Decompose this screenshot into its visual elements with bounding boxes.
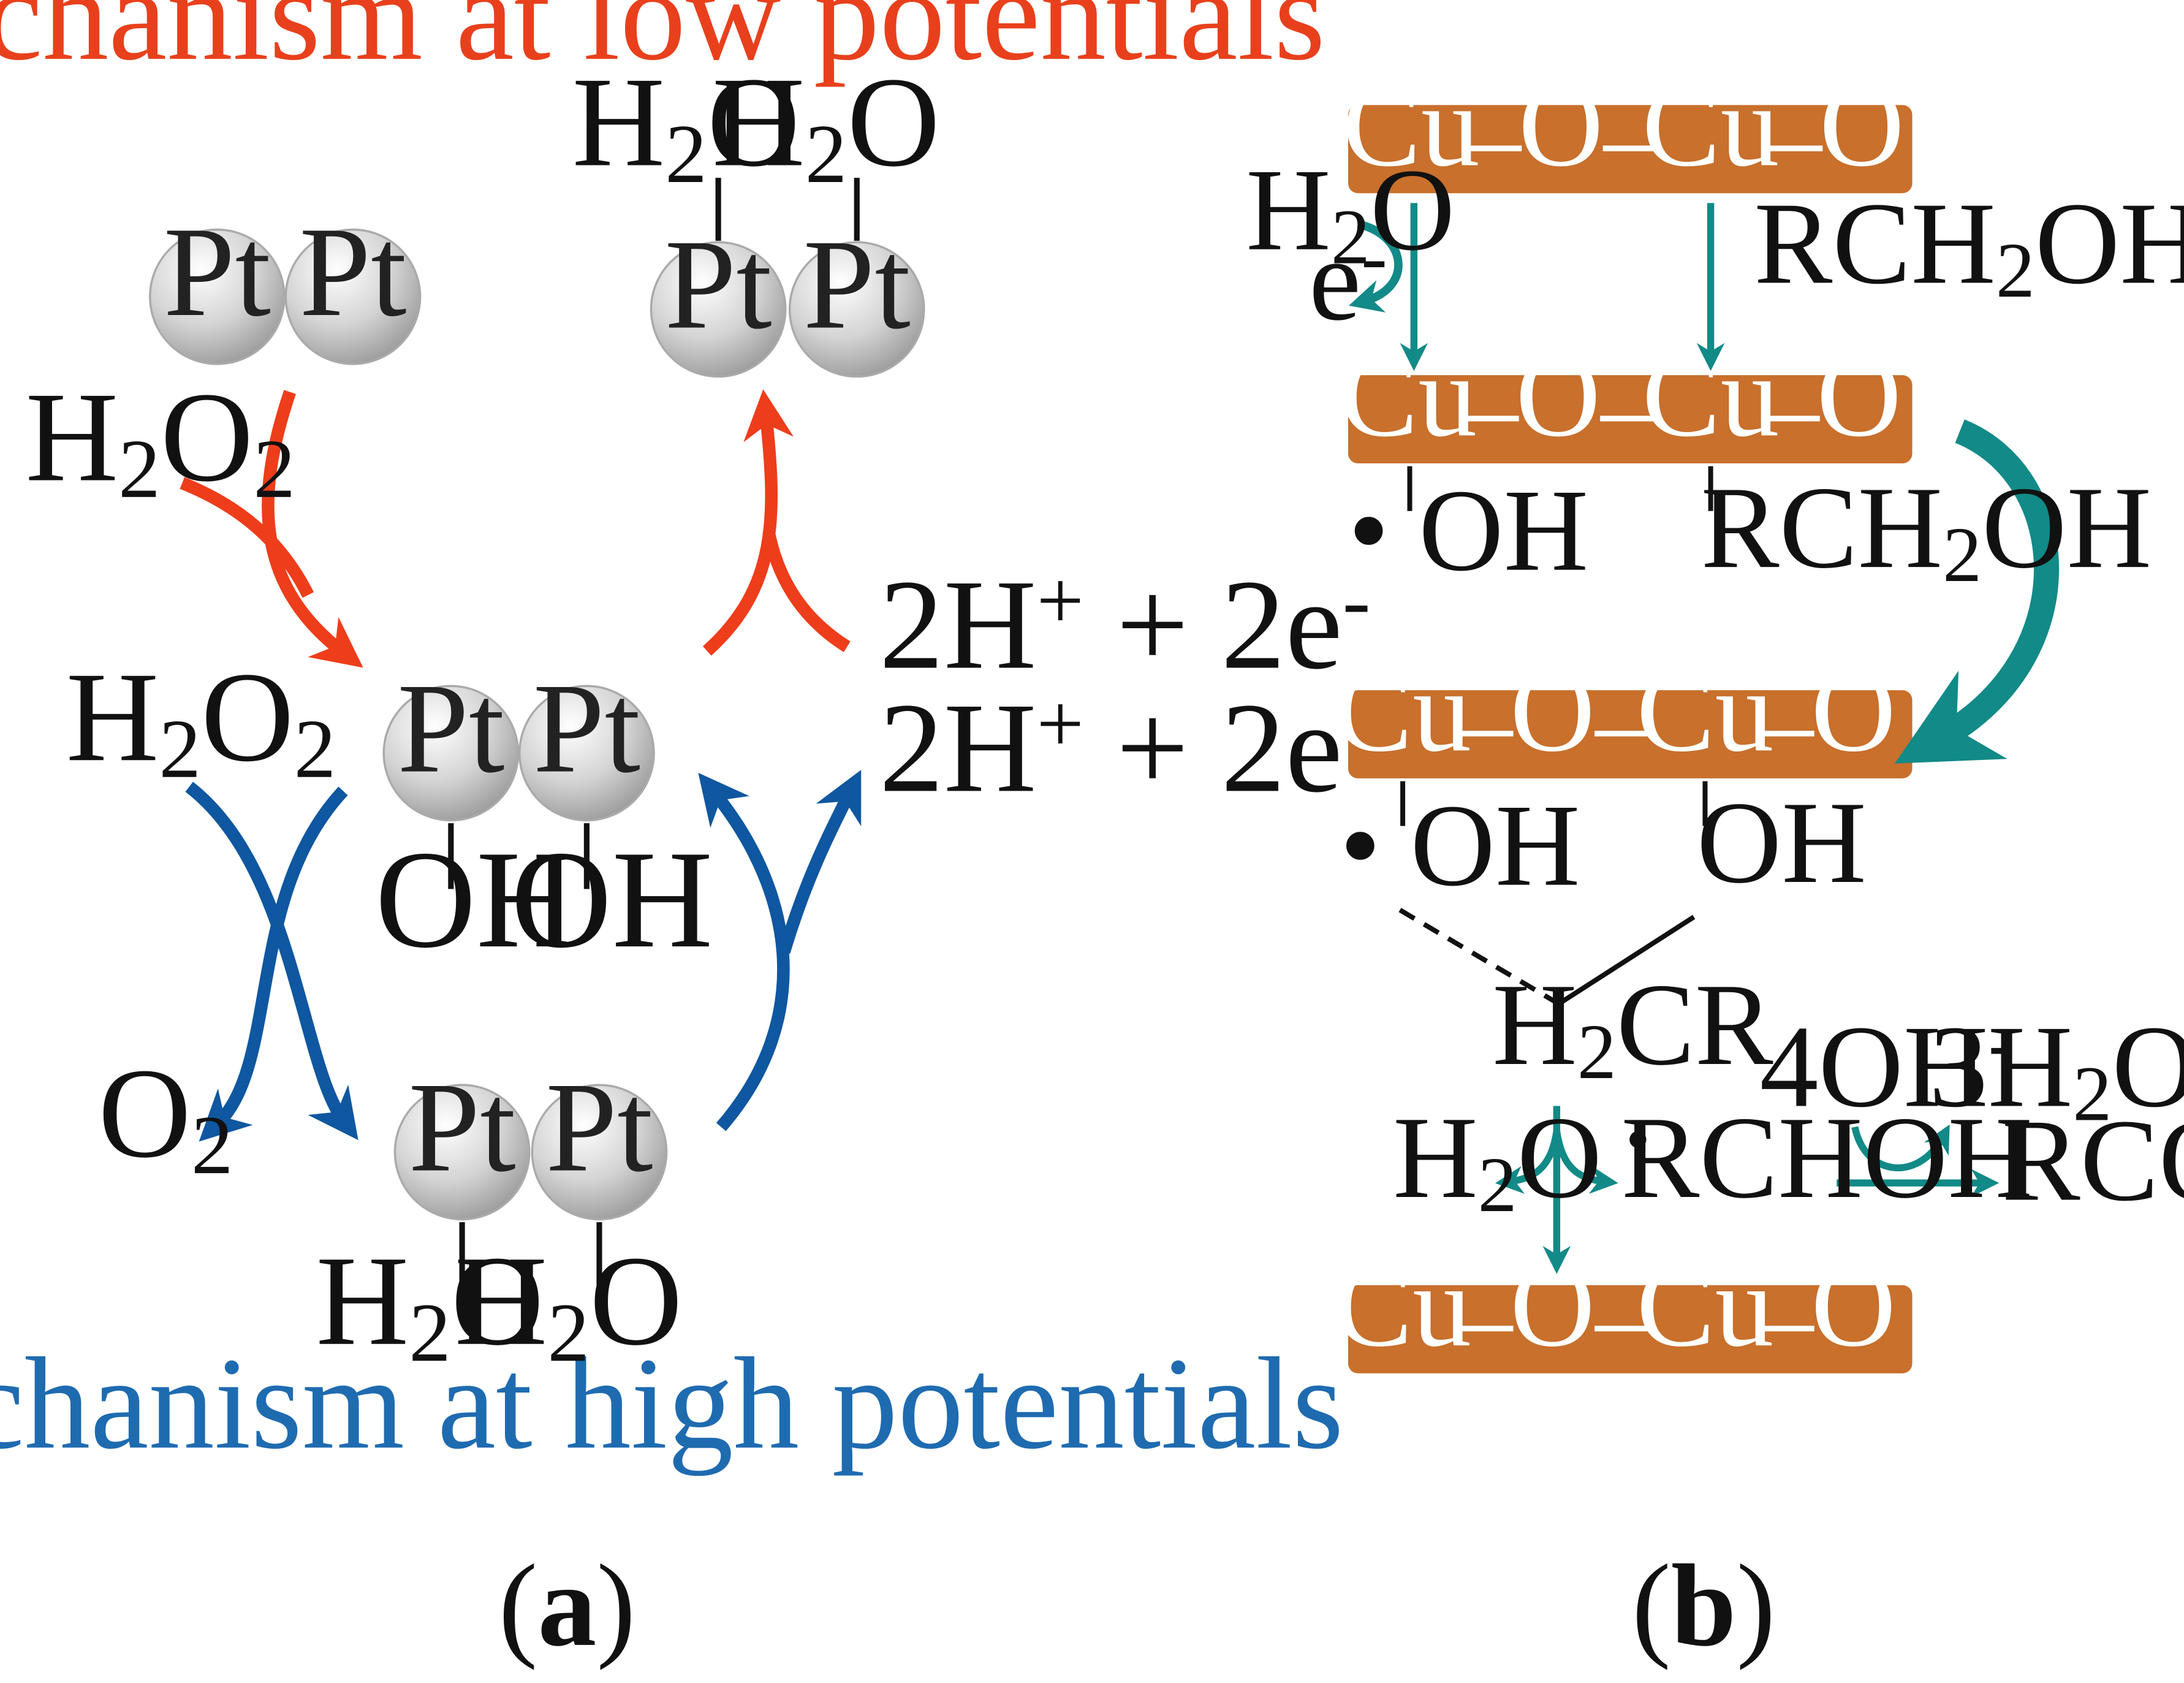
pt-sphere bbox=[382, 685, 520, 822]
blue-arrows bbox=[185, 770, 862, 1142]
o-atom: O bbox=[1510, 1240, 1595, 1371]
red-arrows bbox=[180, 389, 851, 668]
o-atom: O bbox=[1819, 61, 1905, 191]
pt-pair-bare: Pt Pt bbox=[149, 201, 422, 365]
o-atom: O bbox=[1515, 330, 1601, 461]
pt-label: Pt bbox=[545, 1057, 653, 1199]
o2-label: O2 bbox=[98, 1043, 233, 1191]
h2o3-label: 3H2O + 3e- bbox=[1929, 1000, 2184, 1137]
o-atom: O bbox=[1811, 1240, 1896, 1371]
panel-a: Mechanism at low potentials Mechanism at… bbox=[0, 0, 1370, 1671]
cu-o-bar-2: Cu O Cu O bbox=[1340, 330, 1913, 464]
pt-sphere bbox=[531, 1084, 668, 1221]
pt-label: Pt bbox=[164, 201, 271, 343]
o-atom: O bbox=[1811, 645, 1896, 776]
cu-o-bar-4: Cu O Cu O bbox=[1334, 1240, 1913, 1373]
o-atom: O bbox=[1816, 330, 1902, 461]
protons-label-bottom: 2H+ + 2e- bbox=[879, 677, 1371, 819]
caption-a: (a) bbox=[499, 1540, 636, 1671]
o-atom: O bbox=[1510, 645, 1595, 776]
red-arrow-up bbox=[702, 389, 794, 656]
cu-atom: Cu bbox=[1334, 645, 1471, 776]
oh-label: OH bbox=[375, 822, 577, 977]
pt-label: Pt bbox=[397, 658, 504, 800]
oh-label: OH bbox=[1697, 777, 1867, 908]
teal-arrow-rchoh-out bbox=[1553, 1130, 1618, 1195]
radical-oh-label-2: • OH bbox=[1340, 780, 1580, 911]
blue-arrow-protons-out bbox=[778, 770, 862, 954]
h2o2-label-bottom: H2O2 bbox=[66, 646, 336, 795]
pt-sphere bbox=[788, 241, 925, 378]
pt-sphere bbox=[518, 685, 655, 822]
panel-b: Cu O Cu O Cu O Cu O Cu O Cu O bbox=[1246, 61, 2184, 1671]
h2o2-label-top: H2O2 bbox=[25, 366, 295, 515]
title-low-potentials: Mechanism at low potentials bbox=[0, 0, 1325, 88]
pt-sphere bbox=[284, 228, 422, 365]
cu-atom: Cu bbox=[1334, 1240, 1471, 1371]
red-arrow-protons-in bbox=[762, 530, 851, 652]
pt-label: Pt bbox=[665, 213, 772, 355]
cu-atom: Cu bbox=[1637, 645, 1774, 776]
pt-label: Pt bbox=[409, 1057, 516, 1199]
blue-arrow-o2-out bbox=[199, 786, 348, 1142]
blue-arrow-down bbox=[185, 781, 358, 1141]
rch2oh-label-bound: RCH2OH bbox=[1701, 462, 2152, 598]
pt-pair-oh: Pt Pt OH OH bbox=[375, 658, 713, 978]
oh-label: OH bbox=[511, 822, 713, 977]
pt-sphere bbox=[393, 1084, 531, 1221]
pt-pair-h2o-top: Pt Pt H2O H2O bbox=[572, 51, 940, 378]
cu-atom: Cu bbox=[1340, 330, 1477, 461]
rcoo-label: RCOO- bbox=[2002, 1093, 2184, 1225]
title-high-potentials: Mechanism at high potentials bbox=[0, 1331, 1344, 1476]
teal-arrows bbox=[1349, 203, 2060, 1274]
dashed-bond bbox=[1398, 908, 1555, 1003]
electron-label: e- bbox=[1309, 213, 1387, 344]
protons-label-top: 2H+ + 2e- bbox=[879, 554, 1371, 696]
teal-arrow-oh-curl bbox=[1851, 1124, 1950, 1172]
red-arrow-h2o2-in bbox=[180, 477, 314, 598]
h2o-label: H2O bbox=[455, 1230, 683, 1379]
teal-arrow-h2o-out bbox=[1495, 1130, 1560, 1194]
h2o-out-label: H2O bbox=[1393, 1092, 1602, 1228]
cu-o-bar-3: Cu O Cu O bbox=[1334, 645, 1913, 778]
pt-label: Pt bbox=[803, 213, 911, 355]
blue-arrow-up bbox=[698, 772, 790, 1131]
teal-arrow-big bbox=[1894, 419, 2060, 764]
oh4-label: 4OH- bbox=[1760, 1000, 2015, 1131]
pt-sphere bbox=[149, 228, 286, 365]
radical-oh-label: • OH bbox=[1348, 465, 1588, 596]
cu-atom: Cu bbox=[1642, 61, 1780, 191]
pt-sphere bbox=[650, 241, 787, 378]
teal-arrow-electron bbox=[1349, 219, 1403, 313]
pt-label: Pt bbox=[299, 201, 406, 343]
rch2oh-label-top: RCH2OH bbox=[1754, 178, 2184, 314]
radical-dot bbox=[1629, 1131, 1647, 1149]
pt-pair-h2o-bottom: Pt Pt H2O H2O bbox=[316, 1057, 683, 1380]
pt-label: Pt bbox=[533, 658, 640, 800]
rchoh-label: RCHOH bbox=[1621, 1092, 2033, 1223]
cu-o-bar-1: Cu O Cu O bbox=[1343, 61, 1913, 194]
h2cr-label: H2CR bbox=[1492, 959, 1773, 1095]
o-atom: O bbox=[1519, 61, 1604, 191]
cu-atom: Cu bbox=[1637, 1240, 1774, 1371]
solid-bond bbox=[1555, 914, 1696, 1008]
caption-b: (b) bbox=[1632, 1540, 1776, 1671]
cu-atom: Cu bbox=[1343, 61, 1480, 191]
